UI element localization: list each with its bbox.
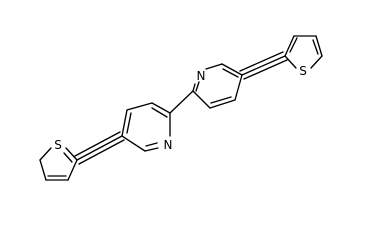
- bond: [39, 147, 52, 161]
- bond: [209, 99, 236, 109]
- bond: [192, 83, 196, 92]
- bond: [284, 55, 297, 69]
- bond: [78, 139, 125, 165]
- bond: [243, 59, 288, 80]
- bond: [65, 147, 78, 161]
- bond: [126, 112, 132, 134]
- atom-label-nitrogen-lower: N: [164, 138, 173, 152]
- atom-label-sulfur-left: S: [54, 138, 62, 152]
- bond: [222, 68, 239, 78]
- bond: [145, 142, 158, 147]
- bond: [74, 131, 121, 157]
- molecule-structure: S N N S: [39, 35, 323, 181]
- bond: [221, 63, 243, 76]
- bond: [67, 159, 78, 181]
- bond: [315, 35, 323, 57]
- bond-lines: [39, 35, 323, 181]
- bond: [205, 63, 223, 70]
- bond: [63, 152, 73, 163]
- bond: [310, 55, 323, 69]
- bond: [241, 55, 286, 76]
- bond: [312, 39, 319, 55]
- bond: [239, 51, 284, 72]
- atom-labels: S N N S: [54, 64, 307, 152]
- bond: [151, 107, 168, 118]
- bond: [126, 102, 153, 111]
- bond: [144, 147, 159, 152]
- atom-label-sulfur-right: S: [299, 64, 307, 78]
- bond: [121, 135, 146, 152]
- bond: [234, 74, 243, 101]
- bond: [210, 96, 232, 104]
- bond: [289, 37, 298, 53]
- bond: [284, 35, 295, 57]
- bond: [151, 102, 171, 114]
- atom-label-nitrogen-upper: N: [197, 69, 206, 83]
- bond: [195, 81, 200, 92]
- bond: [39, 159, 47, 181]
- bond: [192, 90, 211, 109]
- bond: [169, 90, 194, 114]
- bond: [76, 135, 123, 161]
- bond: [121, 109, 128, 137]
